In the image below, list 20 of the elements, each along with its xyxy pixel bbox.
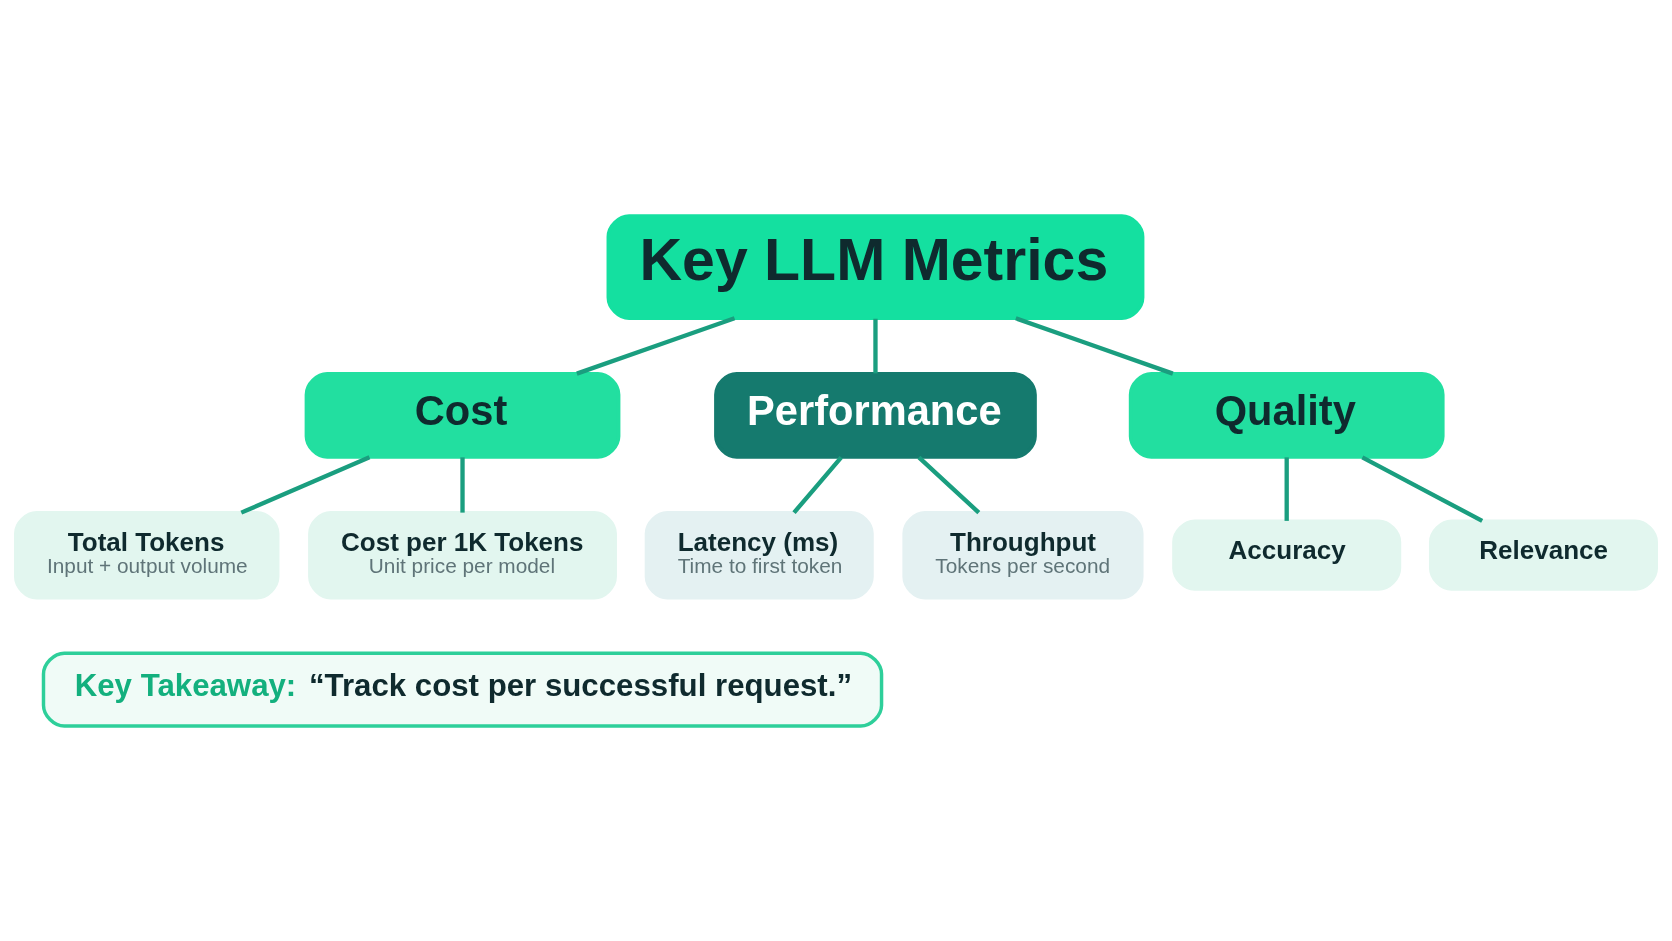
node-box: Quality [1128, 371, 1445, 459]
node-box: Key LLM Metrics [606, 213, 1145, 320]
connector [917, 455, 981, 514]
connector [1015, 315, 1174, 376]
connector [873, 318, 878, 373]
connector [792, 455, 843, 514]
node-box: Cost per 1K Tokens Unit price per model [308, 510, 617, 599]
connector [460, 456, 465, 513]
connector [576, 315, 736, 376]
node-box: Throughput Tokens per second [902, 510, 1144, 599]
node-box: Cost [304, 371, 621, 459]
node-box: Relevance [1428, 519, 1658, 591]
connector [240, 454, 371, 515]
connector [1361, 454, 1484, 523]
connector [1284, 456, 1289, 521]
node-box: Latency (ms) Time to first token [644, 510, 874, 599]
node-box: Performance [714, 371, 1037, 459]
node-box: Accuracy [1172, 519, 1402, 591]
node-box: Key Takeaway: “Track cost per successful request.” [41, 650, 884, 728]
node-box: Total Tokens Input + output volume [14, 510, 280, 599]
